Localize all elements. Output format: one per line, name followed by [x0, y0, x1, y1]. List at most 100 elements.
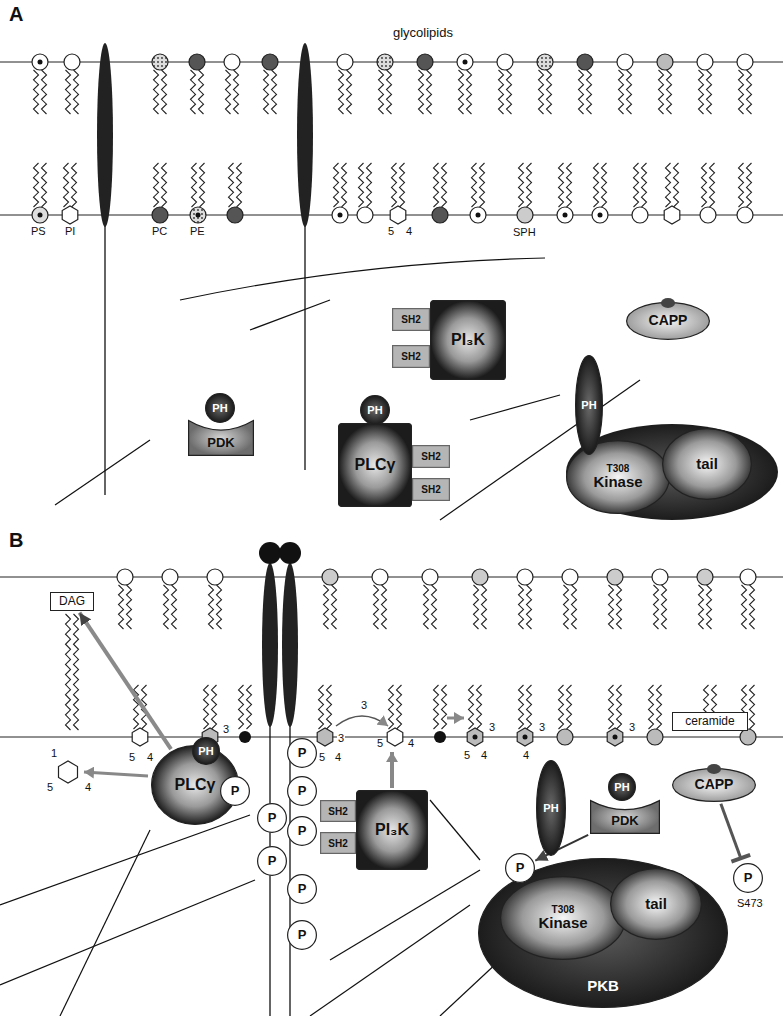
fatty-acid-tail [264, 70, 269, 114]
node-text: PH [575, 355, 603, 455]
filament [60, 830, 150, 1016]
fatty-acid-tail [579, 70, 584, 114]
lipid-head [189, 54, 205, 70]
phosphate-shape [288, 739, 317, 768]
conversion-arrow [447, 717, 464, 720]
fatty-acid-tail [442, 163, 447, 207]
fatty-acid-tail [482, 585, 487, 629]
inositol-head [664, 206, 680, 224]
fatty-acid-tail [609, 585, 614, 629]
fatty-acid-tail [480, 163, 485, 207]
phosphate: P [257, 803, 287, 833]
pdk-kinase: PDK [188, 420, 254, 456]
fatty-acid-tail [272, 70, 277, 114]
callout-label: 5 [376, 738, 384, 749]
fatty-acid-tail [162, 70, 167, 114]
head-mark [38, 213, 43, 218]
fatty-acid-tail [702, 163, 707, 207]
callout-label: 4 [480, 750, 488, 761]
lipid [517, 569, 533, 629]
node-label: PH [198, 745, 213, 757]
fatty-acid-tail [347, 70, 352, 114]
fatty-acid-tail [699, 70, 704, 114]
phosphate-shape [288, 817, 317, 846]
fatty-acid-tail [459, 70, 464, 114]
lipid [62, 163, 78, 224]
lipid-head [227, 207, 243, 223]
fatty-acid-tail [427, 70, 432, 114]
lipid [332, 163, 348, 223]
fatty-acid-tail [212, 685, 217, 729]
phosphate-shape [734, 864, 763, 893]
lipid [387, 685, 403, 746]
fatty-acid-tail [499, 70, 504, 114]
fatty-acid-tail [382, 585, 387, 629]
lipid-head [700, 207, 716, 223]
node-text: PH [608, 773, 636, 801]
inositol-head [317, 728, 333, 746]
lipid [32, 163, 48, 223]
pdk-kinase-shape [189, 421, 254, 456]
node-label: P [268, 854, 277, 868]
fatty-acid-tail [572, 585, 577, 629]
lipid-head [117, 569, 133, 585]
callout-label: PE [189, 226, 206, 237]
fatty-acid-tail [617, 585, 622, 629]
callout-label: 5 [387, 226, 395, 237]
lipid [617, 54, 633, 114]
fatty-acid-tail [389, 685, 394, 729]
lipid [562, 569, 578, 629]
node-label: P [298, 928, 307, 942]
callout-label: 3 [538, 722, 546, 733]
fatty-acid-tail [226, 70, 231, 114]
node-label: PI₃K [375, 821, 409, 839]
lipid-head [657, 54, 673, 70]
lipid [467, 685, 483, 746]
panel-letter: B [8, 530, 24, 550]
pi3k-enzyme-shape [357, 791, 428, 870]
fatty-acid-tail [154, 70, 159, 114]
lipid-head [647, 729, 663, 745]
inositol-head [62, 206, 78, 224]
capp-phosphatase-shape [627, 303, 710, 340]
node-text: P [505, 853, 535, 883]
lipid [737, 54, 753, 114]
node-label: P [298, 784, 307, 798]
receptors [97, 43, 313, 1016]
fatty-acid-tail [519, 163, 524, 207]
fatty-acid-tail [379, 70, 384, 114]
sh2-domain: SH2 [412, 445, 450, 468]
node-label: PH [581, 399, 596, 411]
fatty-acid-tail [710, 163, 715, 207]
phosphate: P [287, 874, 317, 904]
sh2-domain: SH2 [320, 800, 356, 822]
lipid-head [740, 729, 756, 745]
lipid-head [432, 207, 448, 223]
tail-domain-shape [663, 429, 752, 500]
fatty-acid-tail [507, 70, 512, 114]
node-text: PI₃K [430, 300, 506, 380]
callout-label: 4 [84, 782, 92, 793]
filament [250, 300, 330, 330]
fatty-acid-tail [642, 163, 647, 207]
node-text: P [220, 776, 250, 806]
lipid-tag: DAG [50, 592, 94, 611]
fatty-acid-tail [527, 685, 532, 729]
fatty-acid-tail [474, 585, 479, 629]
callout-label: 5 [318, 752, 326, 763]
release-arrow [84, 772, 148, 776]
fatty-acid-tail [747, 163, 752, 207]
ligand [279, 542, 301, 564]
node-label: PLCγ [355, 456, 396, 474]
fatty-acid-tail [559, 685, 564, 729]
lipid [740, 569, 756, 629]
callout-label: 3 [337, 733, 345, 744]
capp-subunit [661, 298, 675, 308]
receptor-transmembrane [262, 563, 278, 727]
node-label: P [298, 824, 307, 838]
fatty-acid-tail [204, 685, 209, 729]
fatty-acid-tail [74, 70, 79, 114]
fatty-acid-tail [217, 585, 222, 629]
phosphate: P [505, 853, 535, 883]
